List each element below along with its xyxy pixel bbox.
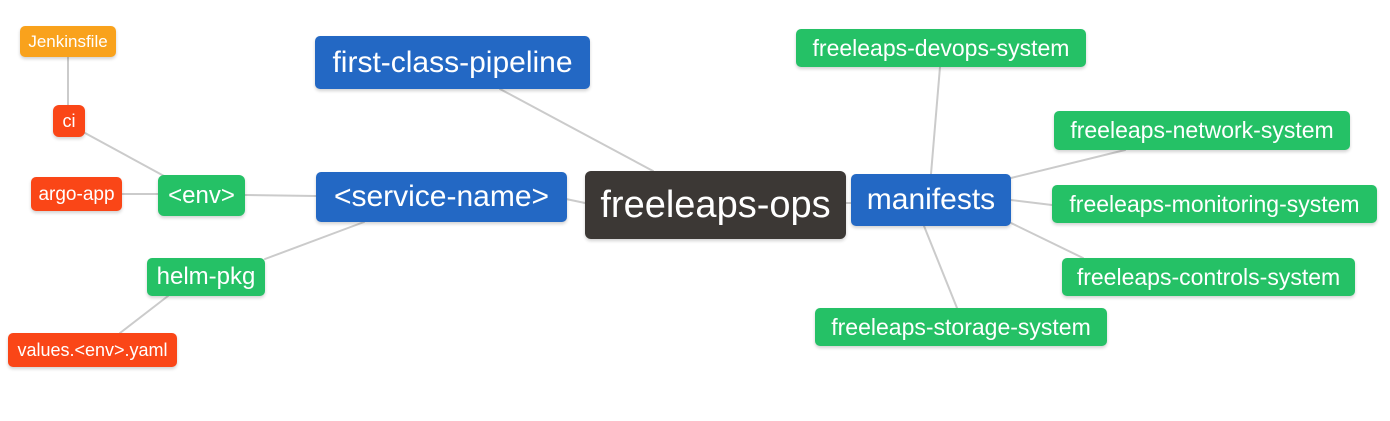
node-argo-app[interactable]: argo-app [31, 177, 122, 211]
node-helm-pkg[interactable]: helm-pkg [147, 258, 265, 296]
node-env[interactable]: <env> [158, 175, 245, 216]
node-first-class-pipeline[interactable]: first-class-pipeline [315, 36, 590, 89]
node-freeleaps-network-system[interactable]: freeleaps-network-system [1054, 111, 1350, 150]
edge-manifests-devops-system [930, 66, 941, 175]
node-jenkinsfile[interactable]: Jenkinsfile [20, 26, 116, 57]
edge-manifests-monitoring-system [1010, 199, 1053, 206]
edge-manifests-network-system [1010, 149, 1126, 179]
edge-helm-pkg-service-name [264, 221, 365, 260]
node-service-name[interactable]: <service-name> [316, 172, 567, 222]
node-freeleaps-ops-root[interactable]: freeleaps-ops [585, 171, 846, 239]
edge-service-freeleaps-ops [565, 198, 586, 204]
node-freeleaps-storage-system[interactable]: freeleaps-storage-system [815, 308, 1107, 346]
node-freeleaps-devops-system[interactable]: freeleaps-devops-system [796, 29, 1086, 67]
node-values-env-yaml[interactable]: values.<env>.yaml [8, 333, 177, 367]
node-freeleaps-monitoring-system[interactable]: freeleaps-monitoring-system [1052, 185, 1377, 223]
edge-values-helm-pkg [119, 295, 169, 334]
node-ci[interactable]: ci [53, 105, 85, 137]
edge-env-service-name [244, 194, 317, 197]
node-manifests[interactable]: manifests [851, 174, 1011, 226]
edge-manifests-storage-system [923, 225, 958, 309]
edge-pipeline-freeleaps-ops [499, 88, 654, 172]
node-freeleaps-controls-system[interactable]: freeleaps-controls-system [1062, 258, 1355, 296]
edge-ci-env [84, 132, 165, 177]
edge-manifests-controls-system [1010, 222, 1084, 259]
